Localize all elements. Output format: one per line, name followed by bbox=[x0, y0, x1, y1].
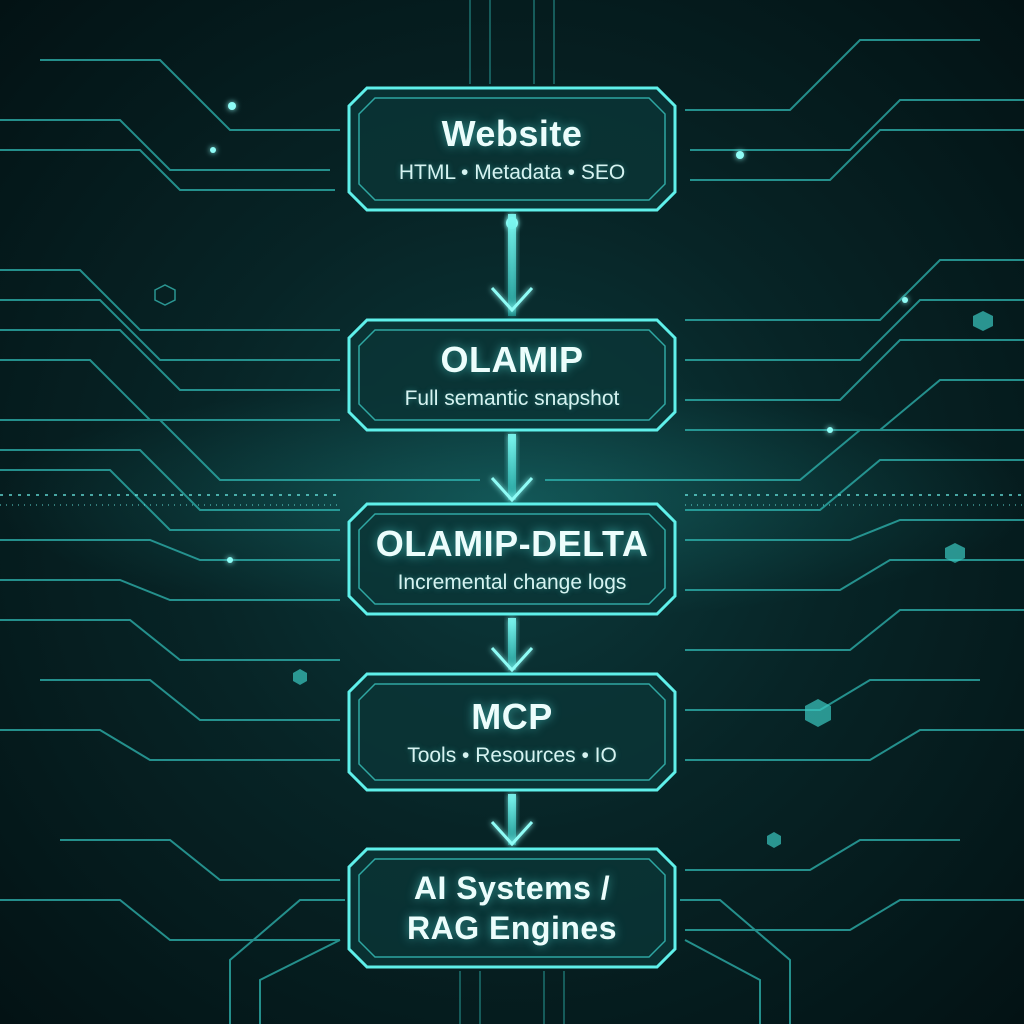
circuit-traces-right bbox=[545, 39, 1024, 1024]
node-title: OLAMIP bbox=[440, 339, 584, 381]
node-subtitle: Tools • Resources • IO bbox=[407, 743, 617, 767]
arrow-down-icon bbox=[490, 476, 534, 503]
node-title-line1: AI Systems / bbox=[413, 870, 611, 906]
node-subtitle: Full semantic snapshot bbox=[404, 386, 620, 410]
circuit-traces-left bbox=[0, 59, 480, 1024]
node-ai-systems: AI Systems / RAG Engines bbox=[345, 845, 679, 971]
connector-beams bbox=[508, 214, 516, 845]
node-olamip-delta: OLAMIP-DELTA Incremental change logs bbox=[345, 500, 679, 618]
node-title-line2: RAG Engines bbox=[407, 910, 617, 946]
node-olamip: OLAMIP Full semantic snapshot bbox=[345, 316, 679, 434]
node-subtitle: Incremental change logs bbox=[397, 570, 627, 594]
node-website: Website HTML • Metadata • SEO bbox=[345, 84, 679, 214]
node-title: OLAMIP-DELTA bbox=[375, 523, 649, 565]
arrow-down-icon bbox=[490, 820, 534, 847]
flow-arrows bbox=[490, 286, 534, 847]
arrow-down-icon bbox=[490, 286, 534, 313]
node-title: MCP bbox=[471, 696, 553, 738]
node-title: Website bbox=[441, 113, 583, 155]
hexagon-decorations bbox=[154, 284, 993, 848]
arrow-down-icon bbox=[490, 646, 534, 673]
vertical-traces bbox=[459, 0, 565, 1024]
data-stream bbox=[0, 494, 1024, 506]
node-subtitle: HTML • Metadata • SEO bbox=[398, 160, 626, 184]
node-mcp: MCP Tools • Resources • IO bbox=[345, 670, 679, 794]
